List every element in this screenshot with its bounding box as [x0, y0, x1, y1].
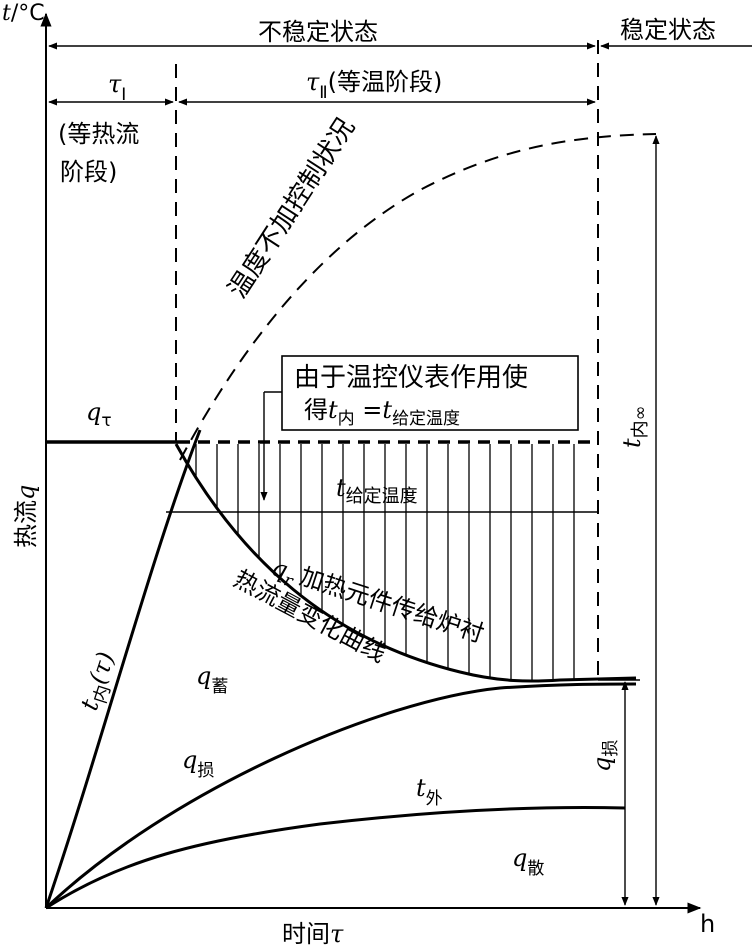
box-line1: 由于温控仪表作用使	[294, 363, 528, 393]
t-out-curve	[45, 806, 626, 910]
q-loss-label: q损	[182, 746, 214, 781]
t-in-inf-label: t内∞	[618, 405, 651, 448]
y-label-heat-flow: 热流q	[12, 485, 40, 548]
tau1-label: τI	[108, 70, 126, 105]
annotation-box	[281, 355, 579, 431]
t-in-rising-curve	[44, 429, 202, 909]
unsteady-label: 不稳定状态	[258, 18, 378, 46]
uncontrolled-label: 温度不加控制状况	[223, 113, 361, 304]
tau1-desc-line1: (等热流	[58, 120, 139, 148]
box-line2: 得t内 =t给定温度	[304, 396, 460, 429]
steady-label: 稳定状态	[620, 16, 716, 44]
t-out-label: t外	[416, 774, 443, 809]
q-store-curve	[44, 682, 637, 910]
t-in-tau-label: t内(τ)	[75, 648, 125, 715]
x-axis-label: 时间τ	[282, 920, 344, 948]
q-disp-label: q散	[512, 844, 544, 879]
qr-heat-flow-curve	[174, 443, 637, 683]
uncontrolled-temperature-curve	[179, 133, 657, 461]
hatched-area	[195, 444, 575, 682]
q-loss-right-label: q损	[588, 740, 621, 772]
tau2-label: τⅡ(等温阶段)	[306, 68, 442, 103]
q-store-label: q蓄	[196, 662, 228, 697]
tau1-desc-line2: 阶段)	[60, 158, 117, 186]
x-unit-label: h	[700, 910, 715, 938]
q-tau-label: qτ	[86, 398, 112, 431]
y-unit-label: t/°C	[2, 1, 45, 26]
t-set-label: t给定温度	[336, 474, 418, 507]
